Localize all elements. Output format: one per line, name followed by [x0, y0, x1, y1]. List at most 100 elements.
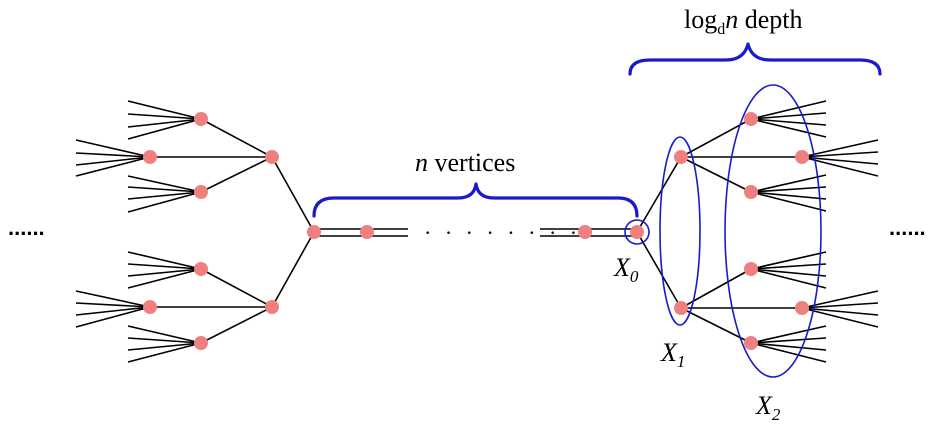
edge	[75, 139, 151, 158]
node	[744, 336, 758, 350]
depth-word: depth	[738, 5, 802, 34]
x0-label: X0	[613, 253, 639, 286]
x2-main: X	[755, 391, 773, 420]
path-dots: · · · · · · · ·	[424, 220, 581, 245]
edge	[127, 118, 202, 128]
vertices-brace	[312, 182, 639, 218]
edge	[750, 342, 827, 363]
edge	[127, 175, 202, 193]
node	[744, 185, 758, 199]
node	[143, 150, 157, 164]
edge	[75, 302, 151, 308]
node	[194, 262, 208, 276]
node	[265, 150, 279, 164]
edge	[127, 342, 202, 351]
vertices-word: vertices	[428, 148, 515, 177]
edge	[750, 251, 827, 270]
x1-ellipse	[659, 136, 701, 326]
edge	[200, 306, 273, 344]
depth-n: n	[725, 5, 738, 34]
x0-ring	[624, 219, 650, 245]
depth-label: logdn depth	[684, 5, 803, 38]
right-ellipsis: ......	[889, 215, 926, 240]
edge	[750, 263, 827, 270]
edge	[750, 325, 827, 344]
edge	[680, 268, 752, 309]
x1-main: X	[660, 338, 678, 367]
node	[674, 301, 688, 315]
edge	[750, 191, 827, 200]
node	[143, 300, 157, 314]
edge	[127, 113, 202, 120]
edge	[127, 342, 202, 363]
x2-sub: 2	[772, 405, 781, 424]
edge	[636, 231, 682, 309]
edge	[750, 100, 827, 120]
left-leaf-edges	[75, 100, 202, 363]
edge	[200, 268, 273, 308]
node	[744, 112, 758, 126]
edge	[75, 156, 151, 177]
edge	[75, 290, 151, 308]
edge	[127, 337, 202, 344]
node	[360, 225, 374, 239]
x0-main: X	[613, 253, 631, 282]
edge	[750, 118, 827, 126]
x2-label: X2	[755, 391, 781, 424]
edge	[127, 186, 202, 193]
edge	[750, 174, 827, 193]
edge	[127, 118, 202, 140]
left-ellipsis: ......	[8, 215, 45, 240]
edge	[680, 156, 752, 193]
node	[265, 300, 279, 314]
edge	[750, 268, 827, 277]
edge	[801, 307, 879, 328]
node	[194, 336, 208, 350]
edge	[127, 191, 202, 213]
node	[194, 185, 208, 199]
nodes	[143, 112, 809, 350]
depth-brace	[628, 42, 882, 76]
vertices-n: n	[415, 148, 428, 177]
edge	[750, 342, 827, 351]
node	[795, 301, 809, 315]
edge	[127, 251, 202, 270]
node	[194, 112, 208, 126]
edge	[75, 306, 151, 316]
depth-log: log	[684, 5, 717, 34]
edge	[750, 112, 827, 120]
edge	[801, 307, 879, 316]
edge	[200, 156, 273, 193]
edge	[271, 231, 315, 308]
edge	[127, 263, 202, 270]
edge	[127, 268, 202, 277]
edge	[750, 268, 827, 289]
edge	[75, 306, 151, 328]
left-internal-edges	[150, 118, 315, 344]
x0-sub: 0	[630, 267, 639, 286]
x1-label: X1	[660, 338, 685, 371]
node	[578, 225, 592, 239]
right-leaf-edges	[750, 100, 879, 363]
edge	[127, 268, 202, 289]
edge	[750, 118, 827, 138]
edge	[750, 191, 827, 212]
node	[744, 262, 758, 276]
edge	[127, 100, 202, 120]
depth-sub: d	[717, 21, 725, 38]
x2-ellipse	[724, 84, 822, 378]
edge	[75, 156, 151, 166]
edge	[750, 337, 827, 344]
node	[674, 150, 688, 164]
edge	[200, 118, 273, 158]
edge	[271, 156, 315, 233]
node	[630, 225, 644, 239]
edge	[75, 152, 151, 158]
edge	[636, 156, 682, 233]
node	[307, 225, 321, 239]
node	[795, 150, 809, 164]
right-internal-edges	[636, 118, 802, 344]
edge	[127, 325, 202, 344]
